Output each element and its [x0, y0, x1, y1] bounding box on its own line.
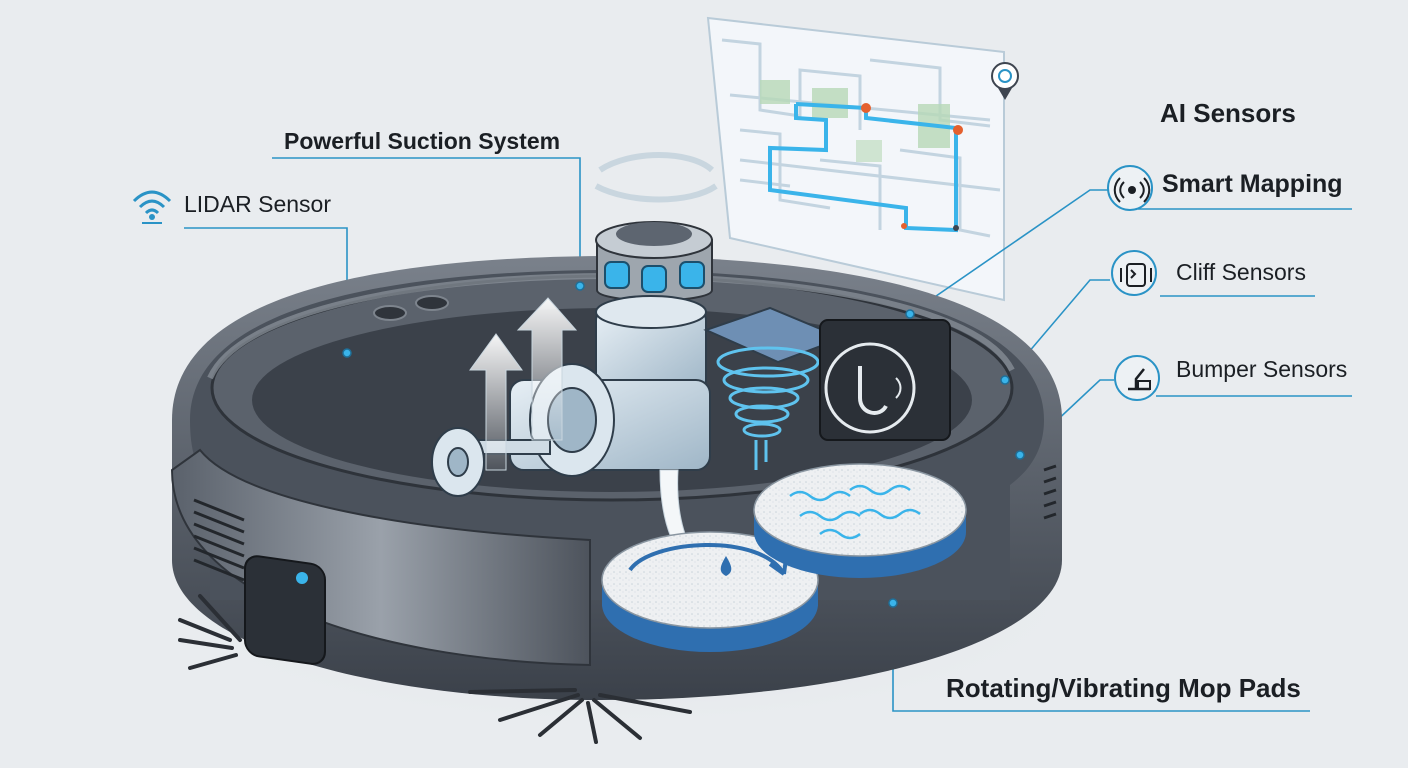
location-pin-icon: [991, 62, 1019, 100]
label-smart-mapping: Smart Mapping: [1162, 170, 1343, 198]
label-lidar-sensor: LIDAR Sensor: [184, 191, 332, 217]
label-cliff-sensors: Cliff Sensors: [1176, 259, 1306, 285]
label-mop-pads: Rotating/Vibrating Mop Pads: [946, 673, 1301, 703]
cliff-detect-icon: [1111, 250, 1157, 296]
anchor-dots: [342, 281, 1025, 608]
water-tank-module: [819, 319, 951, 441]
lidar-turret: [594, 152, 718, 302]
mop-pad-left: [601, 531, 819, 652]
cleaning-route: [768, 102, 958, 233]
dust-filter: [703, 306, 845, 470]
radar-broadcast-icon: [1107, 165, 1153, 211]
mop-pad-right: [753, 463, 967, 578]
wifi-signal-icon: [132, 190, 172, 224]
label-bumper-sensors: Bumper Sensors: [1176, 356, 1348, 382]
label-suction-system: Powerful Suction System: [284, 128, 561, 154]
side-brush-left: [178, 594, 242, 670]
bumper-icon: [1114, 355, 1160, 401]
status-light: [296, 572, 308, 584]
side-brush-front: [468, 688, 692, 744]
label-ai-sensors: AI Sensors: [1160, 98, 1296, 128]
side-vent: [193, 498, 245, 582]
smart-map-panel: [706, 16, 1019, 302]
